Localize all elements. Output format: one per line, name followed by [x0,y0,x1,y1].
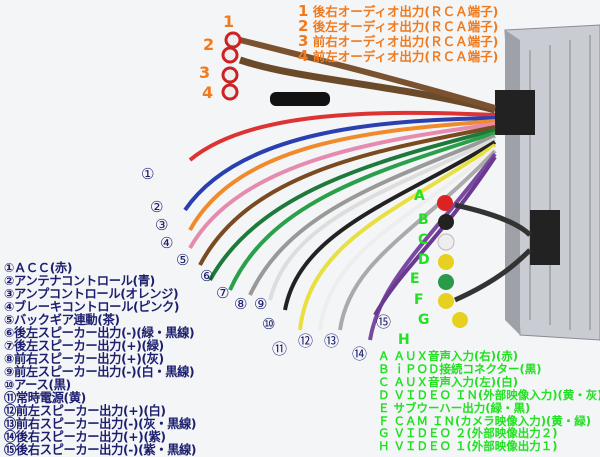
rca-legend-item: 3 前右オーディオ出力(ＲＣＡ端子) [298,32,499,50]
connector-marker-g: G [418,312,430,328]
wire-legend-item: ⑫前左スピーカー出力(+)(白) [4,404,166,418]
wire-legend-item: ⑥後左スピーカー出力(-)(緑・黒線) [4,326,195,340]
wire-marker-15: ⑮ [376,313,392,331]
rca-marker-2: 2 [203,35,215,54]
wire-legend-item: ⑪常時電源(黄) [4,391,86,405]
wire-marker-12: ⑫ [298,332,314,350]
wire-marker-3: ③ [155,216,169,234]
wire-legend-item: ⑧前右スピーカー出力(+)(灰) [4,352,164,366]
wire-legend-item: ④ブレーキコントロール(ピンク) [4,300,180,314]
wire-marker-11: ⑪ [272,340,288,358]
connector-marker-c: C [418,232,429,248]
connector-marker-b: B [418,212,429,228]
wire-marker-1: ① [141,165,155,183]
rca-marker-4: 4 [202,83,214,102]
rca-marker-3: 3 [199,63,211,82]
wire-legend-item: ③アンプコントロール(オレンジ) [4,287,179,301]
connector-marker-a: A [414,188,425,204]
wire-marker-7: ⑦ [216,284,230,302]
wire-marker-14: ⑭ [352,345,368,363]
wire-legend-item: ②アンテナコントロール(青) [4,274,155,288]
wire-marker-8: ⑧ [234,295,248,313]
wires [183,37,497,341]
wire-legend-item: ⑨前左スピーカー出力(-)(白・黒線) [4,365,195,379]
rca-plugs [221,31,532,328]
wire-legend-item: ⑤バックギア連動(茶) [4,313,120,327]
connector-legend-item: Ｆ ＣＡＭ ＩＮ(カメラ映像入力)(黄・緑) [378,413,592,428]
connector-legend-item: Ｃ ＡＵＸ音声入力(左)(白) [378,374,519,389]
connector-legend: Ａ ＡＵＸ音声入力(右)(赤) Ｂ ｉＰＯＤ接続コネクター(黒) Ｃ ＡＵＸ音声… [378,350,600,453]
connector-marker-e: E [410,271,420,287]
connector-legend-item: Ｈ ＶＩＤＥＯ １(外部映像出力１) [378,439,558,454]
wire-marker-9: ⑨ [254,295,268,313]
rca-legend: 1 後右オーディオ出力(ＲＣＡ端子) 2 後左オーディオ出力(ＲＣＡ端子) 3 … [298,2,499,65]
connector-marker-h: H [398,332,410,348]
rca-legend-item: 4 前左オーディオ出力(ＲＣＡ端子) [298,47,499,65]
wire-marker-5: ⑤ [176,251,190,269]
wire-legend-item: ⑬前右スピーカー出力(-)(灰・黒線) [4,417,197,431]
rca-legend-item: 1 後右オーディオ出力(ＲＣＡ端子) [298,2,499,20]
connector-legend-item: Ｄ ＶＩＤＥＯ ＩＮ(外部映像入力)(黄・灰) [378,387,600,402]
wire-legend-item: ⑩アース(黒) [4,378,71,392]
wire-legend: ①ＡＣＣ(赤) ②アンテナコントロール(青) ③アンプコントロール(オレンジ) … [4,261,197,457]
wire-legend-item: ①ＡＣＣ(赤) [4,261,73,275]
wire-marker-6: ⑥ [200,267,214,285]
connector-legend-item: Ｅ サブウーハー出力(緑・黒) [378,400,531,415]
connector-legend-item: Ｂ ｉＰＯＤ接続コネクター(黒) [378,361,542,376]
head-unit [495,24,600,341]
connector-marker-d: D [418,252,430,268]
rca-legend-item: 2 後左オーディオ出力(ＲＣＡ端子) [298,17,499,35]
connector-legend-item: Ｇ ＶＩＤＥＯ ２(外部映像出力２) [378,426,558,441]
rca-marker-1: 1 [223,12,235,31]
wire-marker-2: ② [150,198,164,216]
connector-legend-item: Ａ ＡＵＸ音声入力(右)(赤) [378,349,519,363]
wire-legend-item: ⑭後右スピーカー出力(+)(紫) [4,430,166,444]
wire-marker-10: ⑩ [262,315,276,333]
wire-legend-item: ⑮後右スピーカー出力(-)(紫・黒線) [4,443,197,457]
wire-marker-4: ④ [160,234,174,252]
wire-legend-item: ⑦後左スピーカー出力(+)(緑) [4,339,164,353]
connector-marker-f: F [414,292,424,308]
wire-marker-13: ⑬ [324,332,340,350]
